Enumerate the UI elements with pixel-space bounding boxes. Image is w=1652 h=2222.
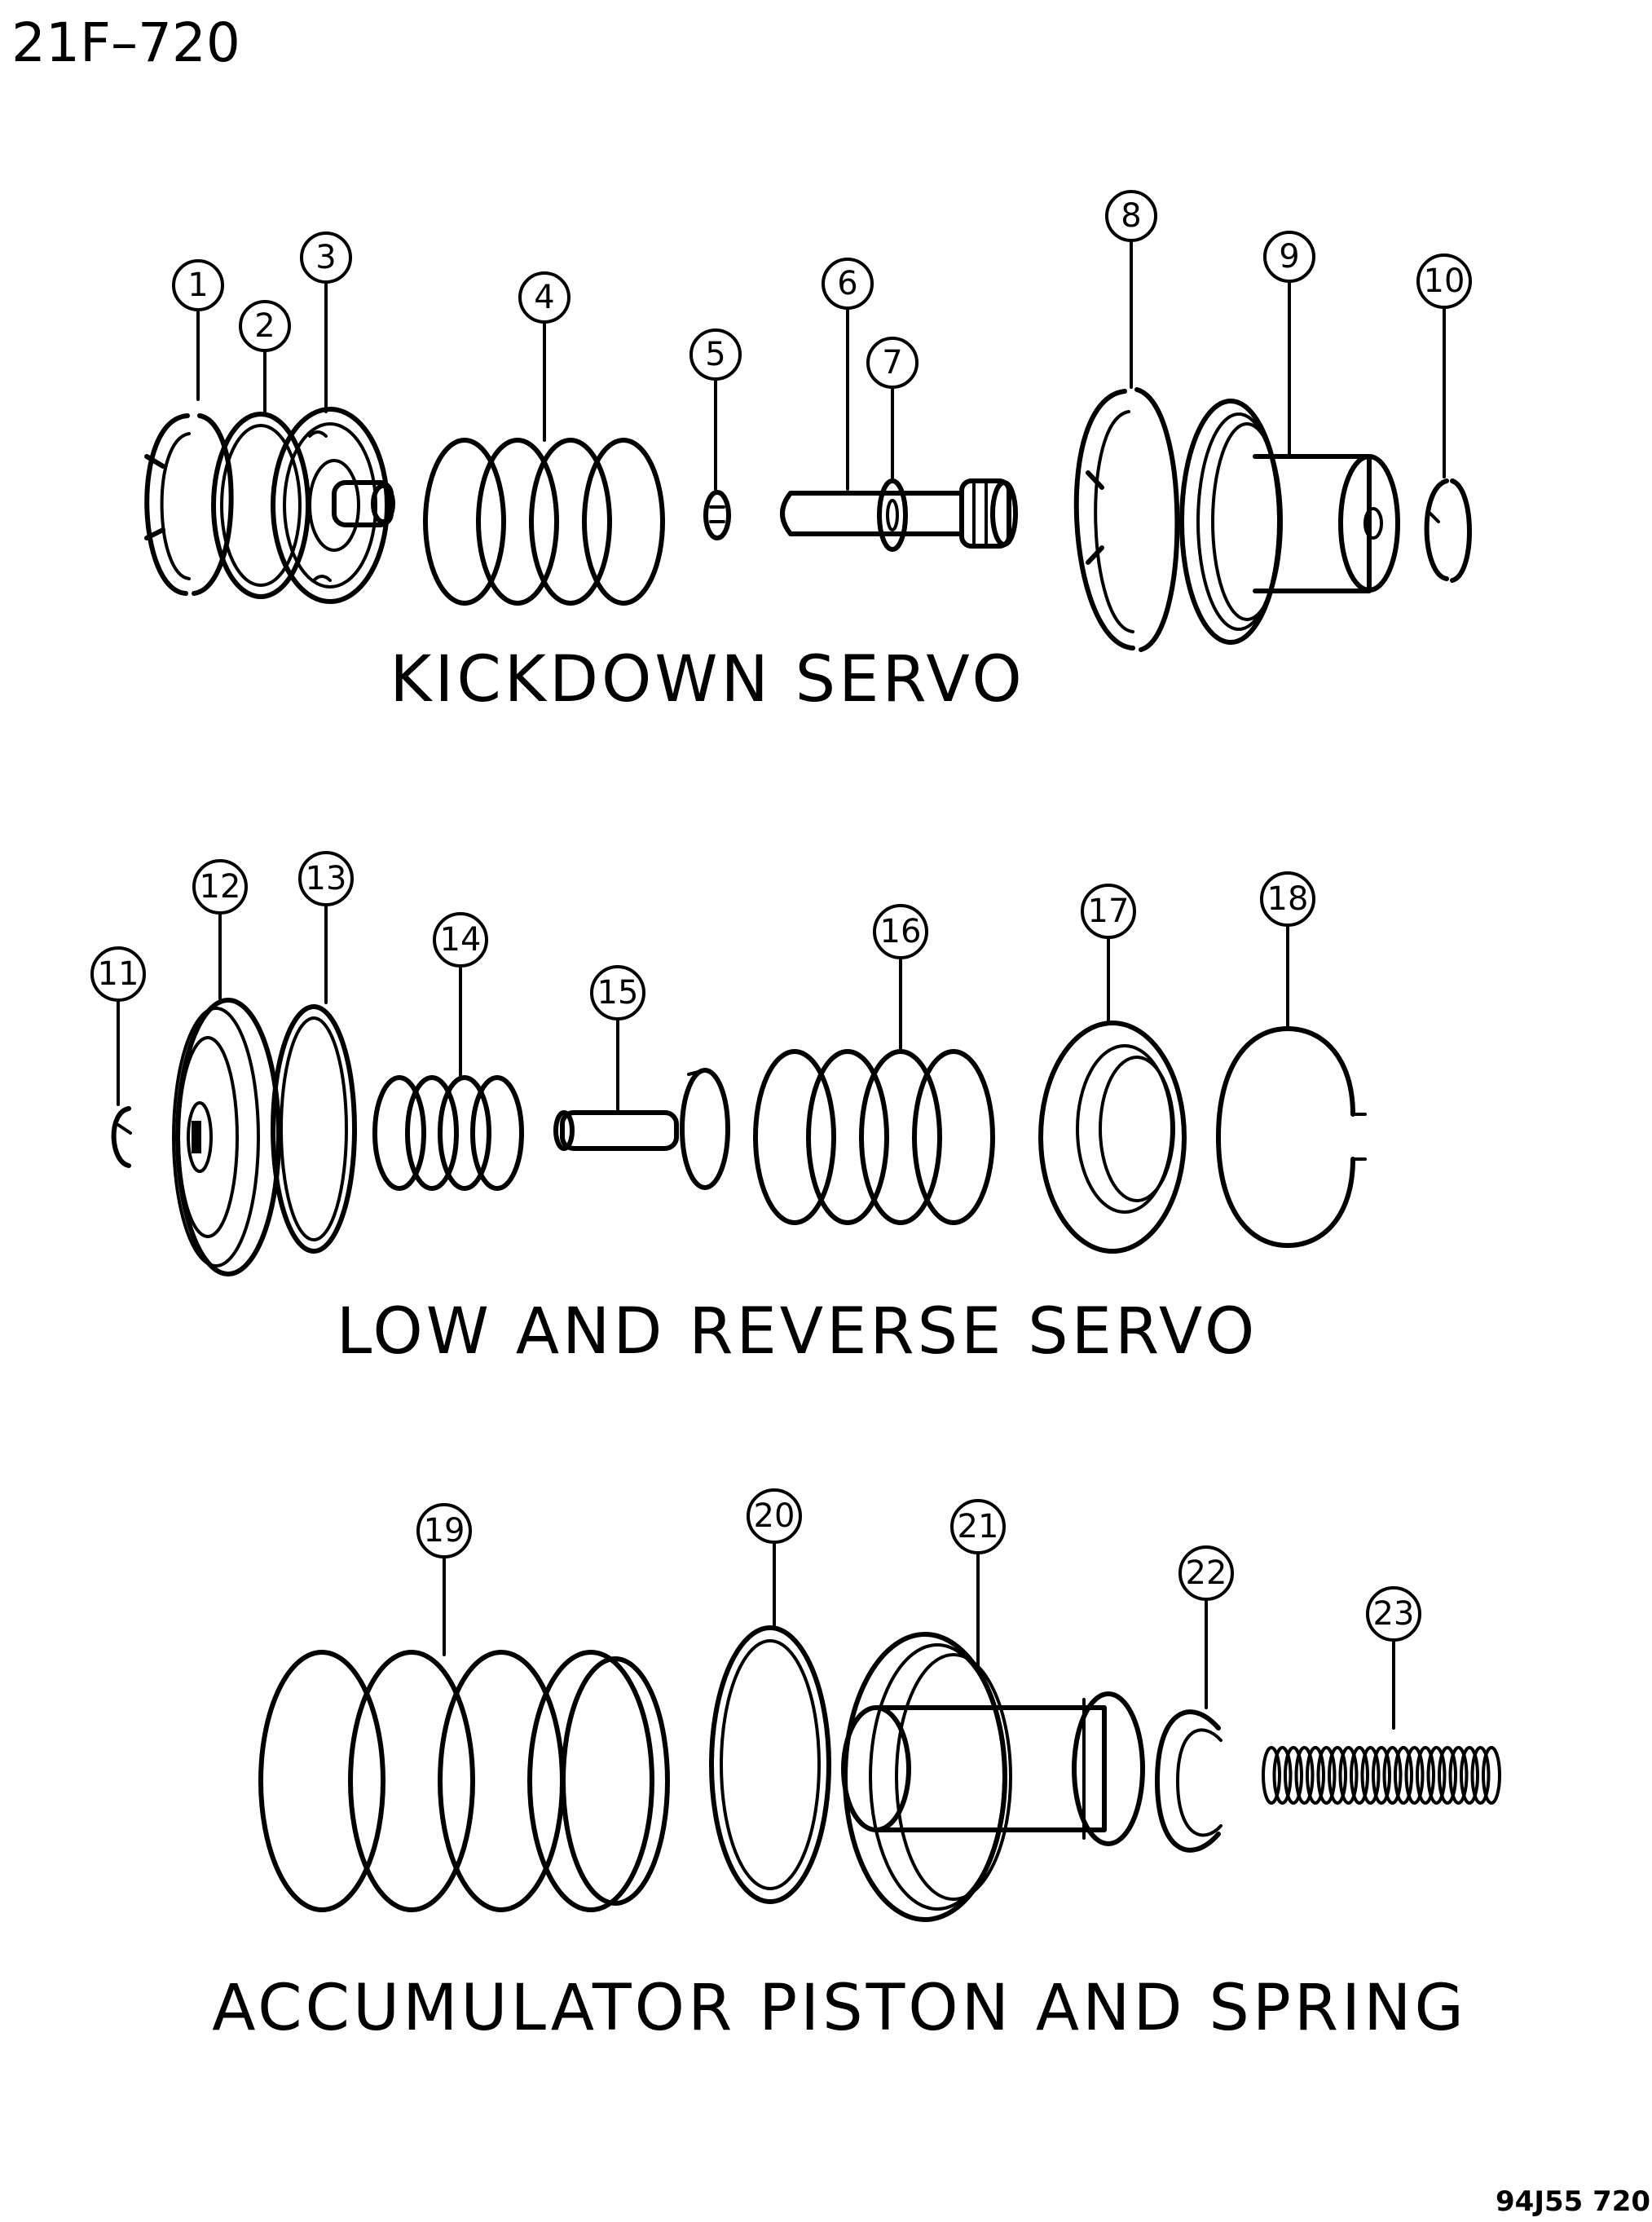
svg-text:1: 1 — [187, 267, 208, 304]
accumulator-group — [258, 1625, 1501, 1922]
spring-coil — [1394, 1746, 1413, 1805]
kickdown-servo-group — [144, 387, 1472, 652]
svg-text:16: 16 — [880, 913, 922, 950]
svg-text:21: 21 — [958, 1508, 999, 1545]
svg-text:7: 7 — [882, 344, 902, 381]
svg-text:20: 20 — [754, 1497, 795, 1535]
part-16-spring — [753, 1049, 995, 1225]
part-10-small-snap-ring — [1424, 478, 1472, 583]
callout-9: 9 — [1263, 231, 1315, 283]
spring-coil — [1338, 1746, 1359, 1805]
spring-coil — [1470, 1746, 1491, 1805]
svg-text:8: 8 — [1121, 197, 1141, 235]
part-23-small-spring — [1262, 1746, 1501, 1805]
part-3-piston — [271, 407, 395, 604]
callout-18: 18 — [1260, 871, 1315, 927]
part-11-clip — [111, 1106, 132, 1168]
callout-17: 17 — [1081, 884, 1136, 939]
spring-coil — [1460, 1746, 1479, 1805]
part-21-piston — [841, 1632, 1145, 1922]
callout-6: 6 — [822, 258, 874, 310]
part-22-snap-ring — [1155, 1709, 1222, 1853]
svg-text:14: 14 — [440, 921, 482, 959]
part-1-snap-ring — [144, 413, 234, 596]
spring-coil — [1372, 1746, 1391, 1805]
low-reverse-servo-title: LOW AND REVERSE SERVO — [337, 1295, 1258, 1369]
part-14-spring — [372, 1075, 524, 1191]
callout-7: 7 — [866, 337, 919, 389]
svg-text:11: 11 — [98, 955, 139, 993]
part-8-snap-ring — [1073, 387, 1180, 652]
spring-coil — [1306, 1746, 1325, 1805]
spring-coil — [1284, 1746, 1303, 1805]
callout-12: 12 — [192, 859, 248, 915]
spring-coil — [1360, 1746, 1381, 1805]
spring-coil — [1416, 1746, 1435, 1805]
part-5-small-ring — [703, 490, 731, 540]
page-code: 21F–720 — [11, 11, 240, 74]
low-reverse-servo-group — [111, 998, 1367, 1276]
svg-text:5: 5 — [705, 336, 725, 373]
spring-coil — [1262, 1746, 1281, 1805]
spring-coil — [1438, 1746, 1457, 1805]
part-2-seal-ring — [211, 412, 311, 599]
callout-1: 1 — [172, 259, 224, 311]
spring-coil — [1328, 1746, 1347, 1805]
part-12-piston — [172, 998, 281, 1276]
svg-text:12: 12 — [200, 868, 241, 906]
spring-coil — [1482, 1746, 1501, 1805]
spring-coil — [1272, 1746, 1293, 1805]
callout-20: 20 — [747, 1488, 802, 1544]
svg-text:18: 18 — [1267, 880, 1309, 918]
callout-8: 8 — [1105, 190, 1157, 242]
part-9-piston — [1179, 399, 1400, 645]
part-17-retainer — [1038, 1021, 1187, 1254]
svg-text:19: 19 — [424, 1512, 465, 1550]
spring-coil — [1426, 1746, 1447, 1805]
svg-text:4: 4 — [534, 279, 554, 316]
spring-coil — [1448, 1746, 1469, 1805]
callout-19: 19 — [416, 1503, 472, 1558]
callout-22: 22 — [1178, 1545, 1234, 1601]
leader-lines — [117, 239, 1446, 1730]
svg-text:15: 15 — [597, 974, 639, 1012]
svg-text:2: 2 — [254, 307, 275, 345]
svg-text:22: 22 — [1186, 1554, 1227, 1592]
svg-text:3: 3 — [315, 239, 336, 276]
accumulator-title: ACCUMULATOR PISTON AND SPRING — [212, 1972, 1467, 2045]
part-20-seal-ring — [709, 1625, 831, 1904]
spring-coil — [1316, 1746, 1337, 1805]
spring-coil — [1350, 1746, 1369, 1805]
callout-13: 13 — [298, 851, 354, 906]
callout-11: 11 — [90, 946, 146, 1002]
callout-5: 5 — [689, 328, 742, 381]
part-18-snap-ring — [1216, 1026, 1367, 1248]
callout-16: 16 — [873, 904, 928, 959]
spring-coil — [1404, 1746, 1425, 1805]
part-19-spring — [258, 1650, 670, 1912]
svg-text:10: 10 — [1424, 262, 1465, 300]
svg-text:9: 9 — [1279, 238, 1299, 276]
svg-text:23: 23 — [1373, 1595, 1415, 1633]
part-15-plug — [553, 1068, 730, 1190]
spring-coil — [1382, 1746, 1403, 1805]
part-13-seal-ring — [271, 1004, 357, 1254]
part-6-rod — [780, 478, 1018, 549]
figure-code: 94J55 720 — [1496, 2185, 1650, 2218]
svg-text:13: 13 — [306, 860, 347, 897]
kickdown-servo-title: KICKDOWN SERVO — [390, 643, 1025, 716]
callout-3: 3 — [300, 231, 352, 284]
svg-text:6: 6 — [837, 265, 857, 302]
callout-4: 4 — [518, 271, 570, 324]
part-4-spring — [423, 438, 665, 606]
callout-23: 23 — [1366, 1586, 1421, 1642]
callout-21: 21 — [950, 1499, 1006, 1554]
callout-10: 10 — [1416, 254, 1472, 309]
callout-2: 2 — [239, 300, 291, 352]
spring-coil — [1294, 1746, 1315, 1805]
callout-14: 14 — [433, 912, 488, 968]
svg-text:17: 17 — [1088, 893, 1130, 930]
callout-15: 15 — [590, 965, 645, 1021]
